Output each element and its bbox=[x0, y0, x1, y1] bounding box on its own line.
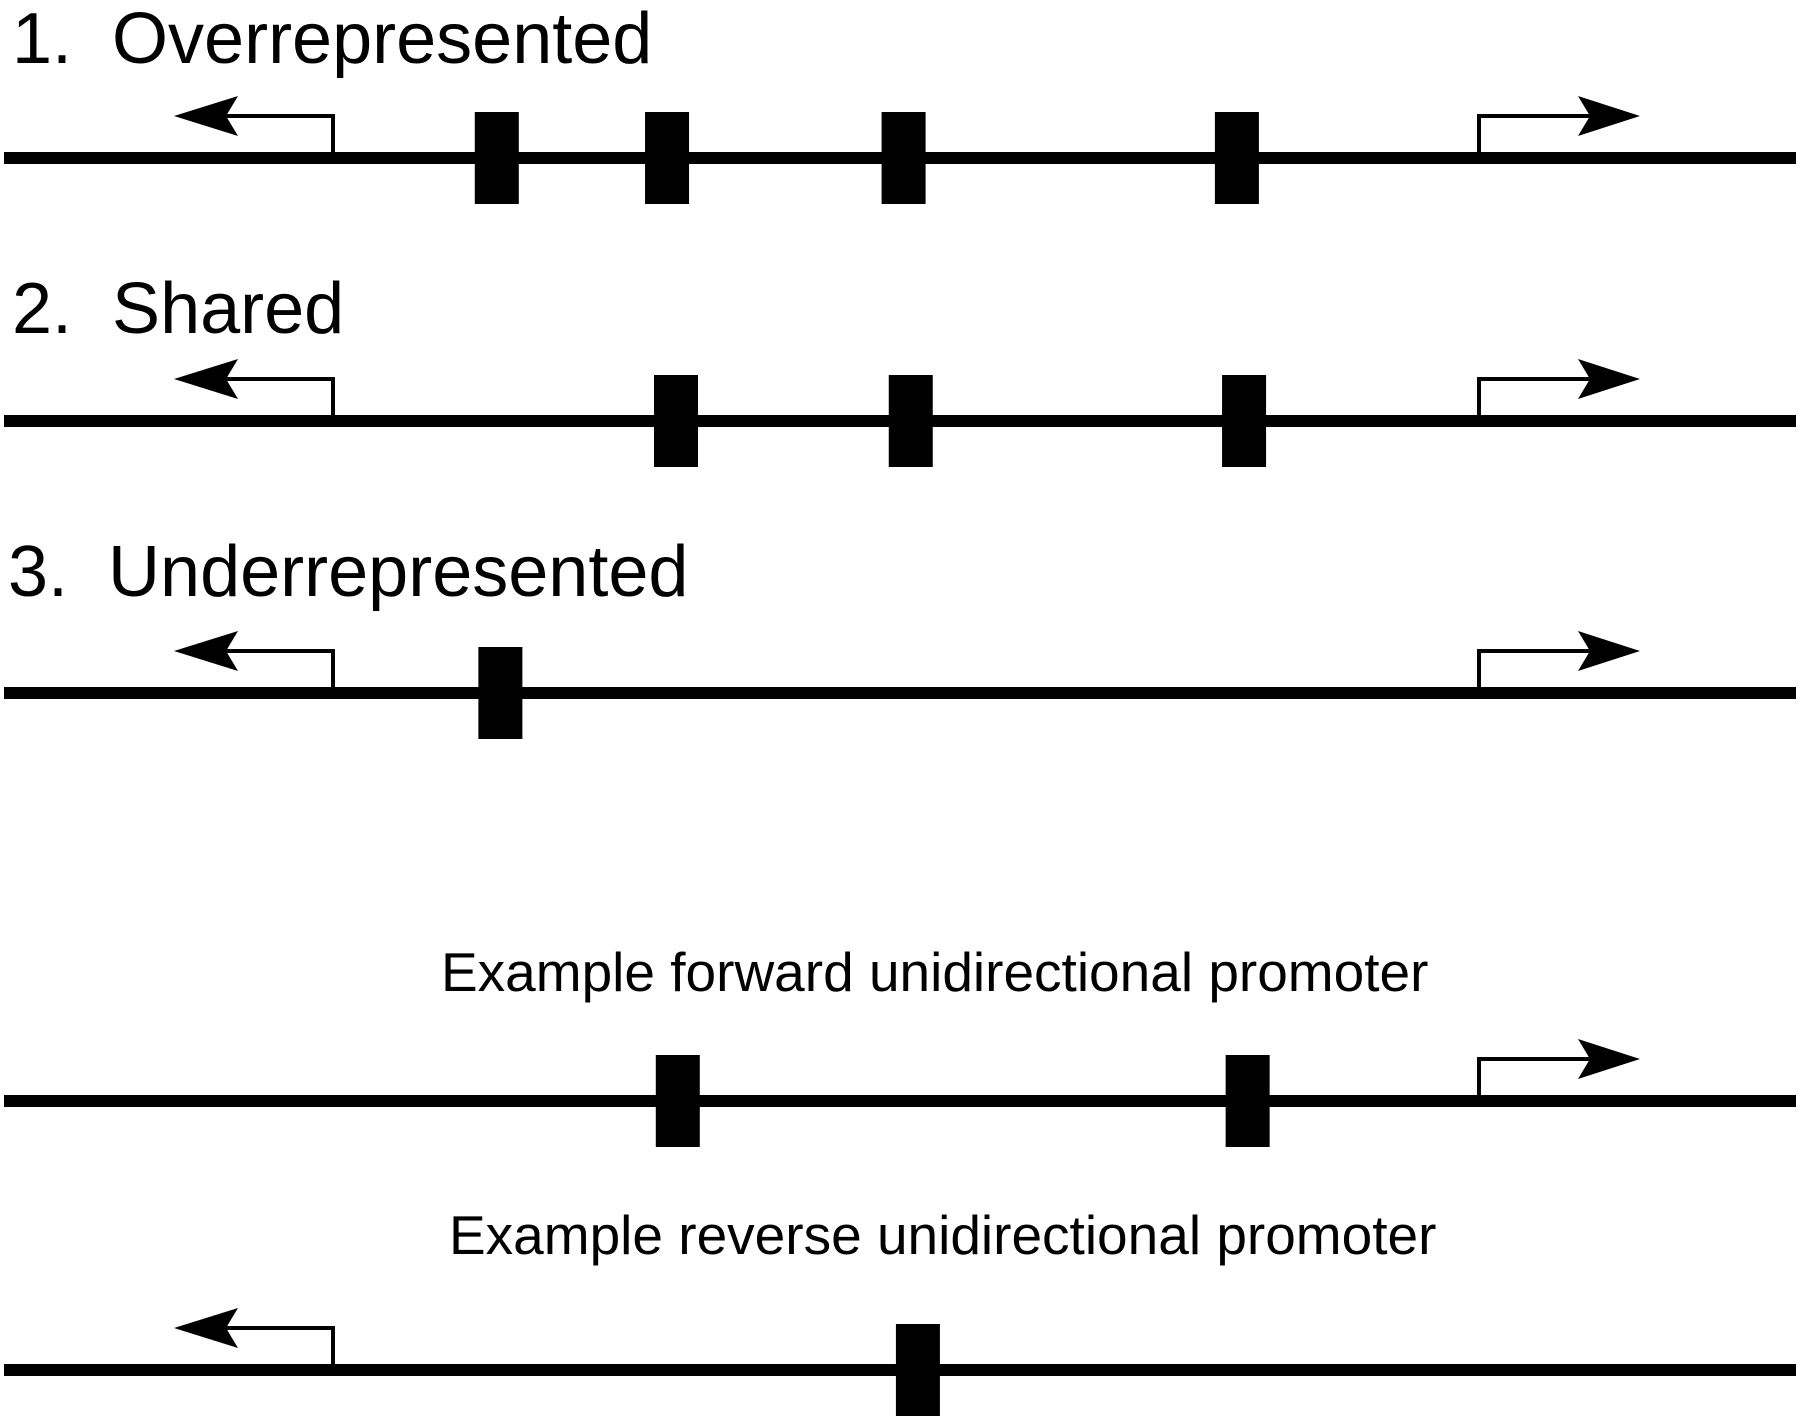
forward-arrow-stem-shared bbox=[1477, 377, 1592, 421]
label-underrepresented: 3. Underrepresented bbox=[8, 532, 689, 612]
binding-site-forward-unidirectional-1 bbox=[655, 1055, 700, 1147]
binding-site-overrepresented-2 bbox=[645, 112, 690, 204]
forward-arrowhead-icon-shared bbox=[1578, 359, 1640, 399]
reverse-arrowhead-icon-underrepresented bbox=[174, 631, 238, 671]
forward-arrow-stem-overrepresented bbox=[1477, 114, 1592, 158]
binding-site-reverse-unidirectional-1 bbox=[895, 1324, 940, 1416]
reverse-arrowhead-icon-overrepresented bbox=[174, 96, 238, 136]
reverse-arrow-stem-reverse-unidirectional bbox=[225, 1326, 335, 1370]
binding-site-overrepresented-3 bbox=[881, 112, 926, 204]
binding-site-underrepresented-1 bbox=[478, 647, 523, 739]
label-shared: 2. Shared bbox=[12, 269, 345, 349]
forward-arrowhead-icon-overrepresented bbox=[1578, 96, 1640, 136]
reverse-arrow-stem-overrepresented bbox=[225, 114, 335, 158]
reverse-arrow-stem-shared bbox=[225, 377, 335, 421]
reverse-arrow-stem-underrepresented bbox=[225, 649, 335, 693]
forward-arrow-stem-forward-unidirectional bbox=[1477, 1057, 1592, 1101]
label-forward-unidirectional: Example forward unidirectional promoter bbox=[441, 941, 1429, 1003]
binding-site-overrepresented-4 bbox=[1214, 112, 1259, 204]
binding-site-shared-2 bbox=[888, 375, 933, 467]
binding-site-shared-3 bbox=[1222, 375, 1267, 467]
label-overrepresented: 1. Overrepresented bbox=[12, 0, 653, 79]
reverse-arrowhead-icon-shared bbox=[174, 359, 238, 399]
forward-arrowhead-icon-underrepresented bbox=[1578, 631, 1640, 671]
binding-site-overrepresented-1 bbox=[474, 112, 519, 204]
binding-site-forward-unidirectional-2 bbox=[1225, 1055, 1270, 1147]
binding-site-shared-1 bbox=[654, 375, 698, 467]
label-reverse-unidirectional: Example reverse unidirectional promoter bbox=[449, 1204, 1437, 1266]
forward-arrow-stem-underrepresented bbox=[1477, 649, 1592, 693]
reverse-arrowhead-icon-reverse-unidirectional bbox=[174, 1308, 238, 1348]
forward-arrowhead-icon-forward-unidirectional bbox=[1578, 1039, 1640, 1079]
